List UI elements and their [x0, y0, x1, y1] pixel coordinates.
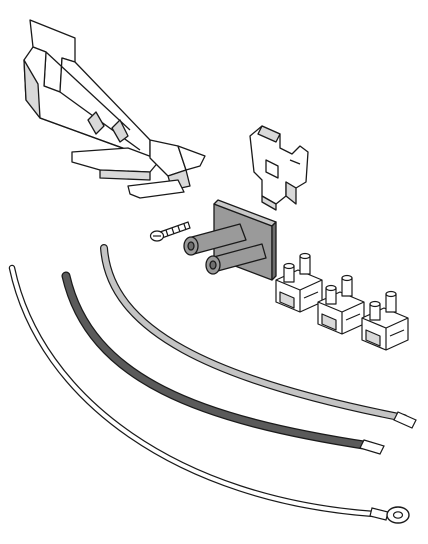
connector-part — [275, 269, 323, 313]
ring-terminal-icon — [386, 506, 410, 524]
connector-part — [365, 329, 381, 347]
terminal-connector-icon — [361, 290, 409, 351]
cable-grommet-icon — [183, 199, 277, 281]
connector-part — [341, 274, 353, 282]
wire-white — [8, 264, 410, 524]
connector-part — [345, 313, 361, 321]
terminal-connector-icon — [317, 274, 365, 335]
wire-end-terminal — [359, 439, 385, 455]
connector-part — [361, 307, 409, 351]
connector-part — [369, 300, 381, 308]
connector-part — [279, 291, 295, 309]
connector-part — [299, 252, 311, 260]
connector-part — [389, 329, 405, 337]
connector-part — [303, 291, 319, 299]
mounting-bracket-icon — [23, 19, 206, 199]
terminal-connector-icon — [275, 252, 323, 313]
retaining-clip-icon — [249, 125, 309, 211]
wire-light-gray — [100, 244, 417, 429]
wire-end-terminal — [393, 411, 417, 429]
connector-part — [385, 290, 397, 298]
connector-part — [325, 284, 337, 292]
terminal-connector-group — [275, 252, 409, 351]
connector-part — [283, 262, 295, 270]
wire-dark-gray — [61, 271, 385, 455]
screw-icon — [149, 221, 191, 242]
connector-part — [321, 313, 337, 331]
connector-part — [317, 291, 365, 335]
